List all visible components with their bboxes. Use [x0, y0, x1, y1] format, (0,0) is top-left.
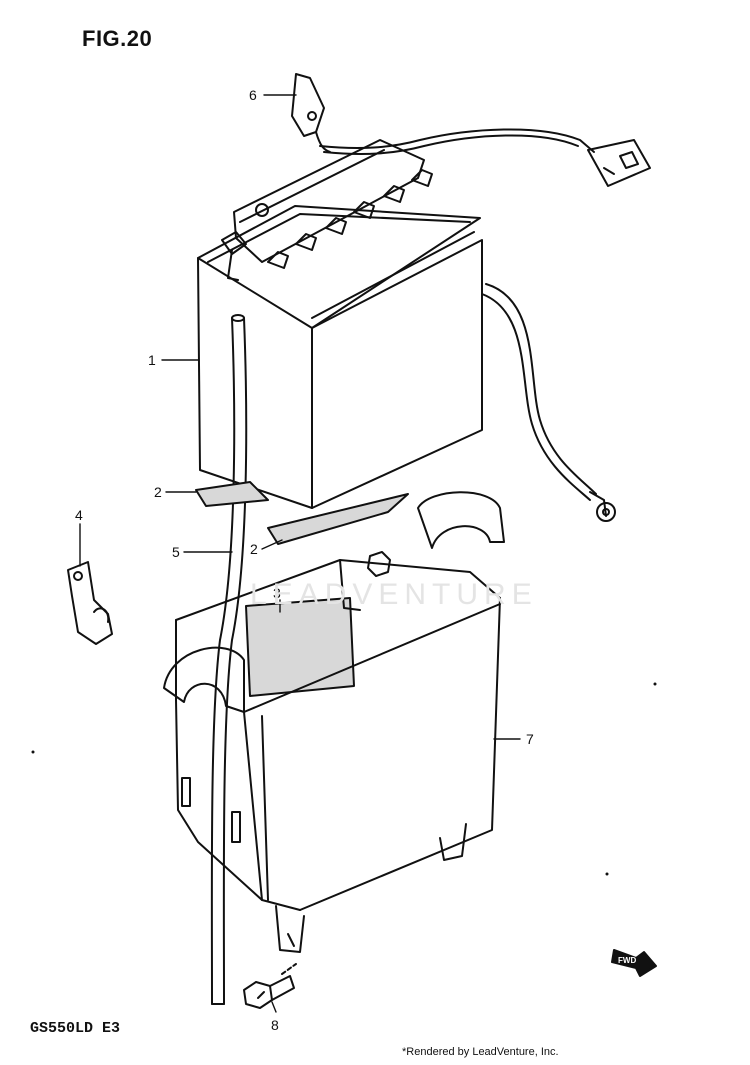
callout-4: 4 — [75, 507, 83, 523]
callout-6: 6 — [249, 87, 257, 103]
mounting-bolt — [243, 963, 297, 1009]
figure-title: FIG.20 — [82, 26, 153, 51]
battery-cables — [291, 73, 651, 522]
watermark-text: LEADVENTURE — [250, 578, 538, 611]
fwd-label: FWD — [618, 956, 636, 965]
breather-tube — [210, 314, 248, 1005]
battery-case — [163, 491, 505, 953]
callout-8: 8 — [271, 1017, 279, 1033]
callout-5: 5 — [172, 544, 180, 560]
callout-2-lower: 2 — [250, 541, 258, 557]
battery-pads — [195, 481, 409, 697]
scan-specks — [31, 682, 657, 876]
render-credit: *Rendered by LeadVenture, Inc. — [402, 1046, 559, 1058]
callout-numbers: 6 1 2 2 4 5 3 7 8 — [75, 87, 534, 1033]
model-code: GS550LD E3 — [30, 1020, 121, 1037]
callout-7: 7 — [526, 731, 534, 747]
callout-2-upper: 2 — [154, 484, 162, 500]
callout-1: 1 — [148, 352, 156, 368]
callout-3: 3 — [273, 585, 281, 601]
forward-direction-icon: FWD — [611, 949, 657, 977]
leader-lines — [79, 94, 521, 1013]
cable-clamp — [67, 561, 113, 645]
battery — [197, 139, 483, 509]
